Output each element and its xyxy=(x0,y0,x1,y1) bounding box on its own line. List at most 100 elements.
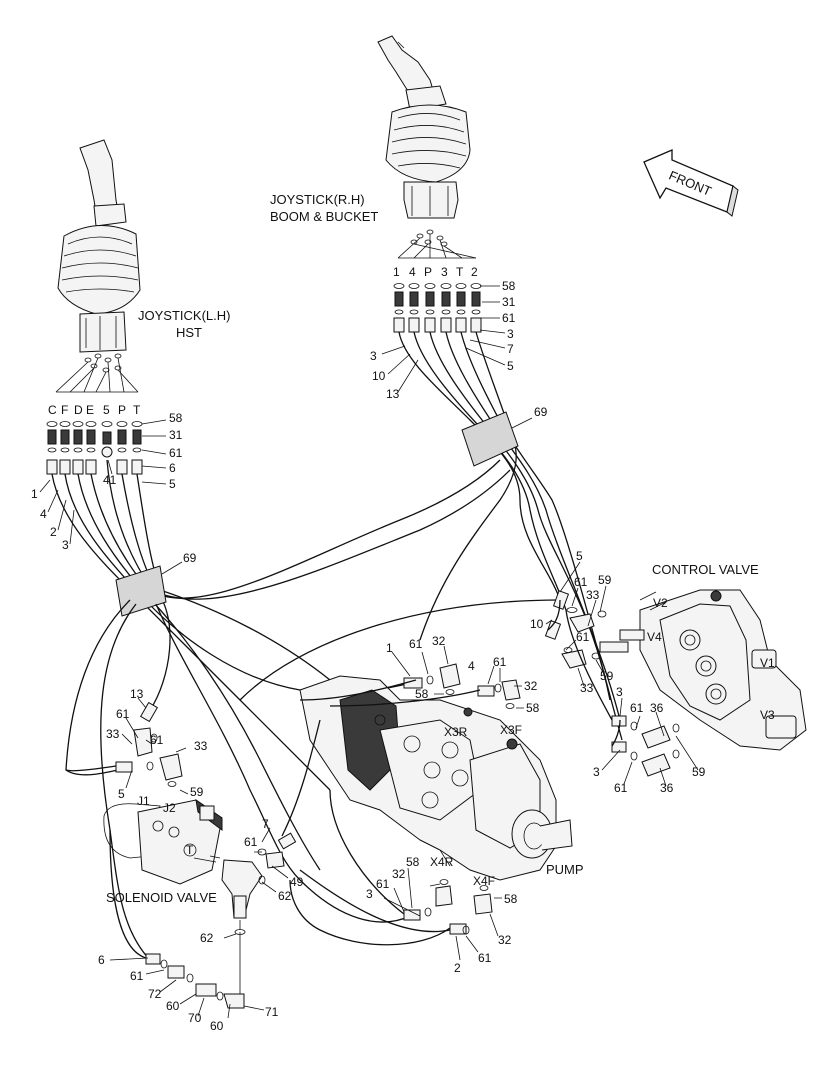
cv-callout-59a: 59 xyxy=(598,573,612,587)
pump-fittings xyxy=(403,663,521,935)
solenoid-callout-33b: 33 xyxy=(194,739,208,753)
pump-callout-32c: 32 xyxy=(392,867,406,881)
joystick-rh-subtitle: BOOM & BUCKET xyxy=(270,209,378,224)
cv-callout-3b: 3 xyxy=(593,765,600,779)
cv-callout-59b: 59 xyxy=(600,669,614,683)
joystick-rh xyxy=(377,35,471,219)
solenoid-port-j2: J2 xyxy=(163,801,176,815)
control-valve xyxy=(599,589,807,751)
cv-callout-3a: 3 xyxy=(616,685,623,699)
rh-callout-3: 3 xyxy=(507,327,514,341)
cv-callout-10: 10 xyxy=(530,617,544,631)
pump-port-x4f: X4F xyxy=(473,874,495,888)
pump-callout-58b: 58 xyxy=(526,701,540,715)
lh-port-e: E xyxy=(86,403,94,417)
solenoid-leaders xyxy=(109,697,289,1019)
cv-leaders xyxy=(545,561,699,787)
lh-callout-5: 5 xyxy=(169,477,176,491)
cv-callout-61d: 61 xyxy=(614,781,628,795)
lh-port-f: F xyxy=(61,403,68,417)
cv-fittings xyxy=(544,590,680,777)
rh-callout-69: 69 xyxy=(534,405,548,419)
pump-callout-32b: 32 xyxy=(524,679,538,693)
solenoid-callout-49: 49 xyxy=(290,875,304,889)
lh-port-c: C xyxy=(48,403,57,417)
pump-port-x3f: X3F xyxy=(500,723,522,737)
pump-callout-4: 4 xyxy=(468,659,475,673)
joystick-rh-ports xyxy=(397,229,477,259)
rh-port-letters: 1 4 P 3 T 2 xyxy=(393,265,478,279)
front-arrow: FRONT xyxy=(643,149,739,217)
lh-callout-31: 31 xyxy=(169,428,183,442)
solenoid-callout-62b: 62 xyxy=(200,931,214,945)
cv-callout-33b: 33 xyxy=(580,681,594,695)
cv-callout-59c: 59 xyxy=(692,765,706,779)
solenoid-port-t: T xyxy=(186,843,194,857)
pump-callout-58a: 58 xyxy=(415,687,429,701)
control-valve-title: CONTROL VALVE xyxy=(652,562,759,577)
pump-callout-61c: 61 xyxy=(376,877,390,891)
rh-port-t: T xyxy=(456,265,464,279)
joystick-lh-title: JOYSTICK(L.H) xyxy=(138,308,230,323)
rh-callout-5: 5 xyxy=(507,359,514,373)
solenoid-callout-70: 70 xyxy=(188,1011,202,1025)
pump-callout-3: 3 xyxy=(366,887,373,901)
solenoid-callout-61d: 61 xyxy=(130,969,144,983)
valve-port-v2: V2 xyxy=(653,596,668,610)
lh-callout-4: 4 xyxy=(40,507,47,521)
lh-port-d: D xyxy=(74,403,83,417)
solenoid-callout-72: 72 xyxy=(148,987,162,1001)
cv-callout-33a: 33 xyxy=(586,588,600,602)
rh-fittings xyxy=(393,283,482,333)
lh-callout-6: 6 xyxy=(169,461,176,475)
solenoid-callout-6: 6 xyxy=(98,953,105,967)
solenoid-callout-33a: 33 xyxy=(106,727,120,741)
solenoid-callout-13: 13 xyxy=(130,687,144,701)
rh-port-p: P xyxy=(424,265,432,279)
solenoid-valve xyxy=(103,798,263,919)
lh-callout-61: 61 xyxy=(169,446,183,460)
rh-port-2: 2 xyxy=(471,265,478,279)
pump-title: PUMP xyxy=(546,862,584,877)
lh-port-p: P xyxy=(118,403,126,417)
solenoid-callout-61c: 61 xyxy=(244,835,258,849)
cv-callout-61b: 61 xyxy=(576,630,590,644)
lh-band-69 xyxy=(115,561,183,617)
lh-leaders xyxy=(39,419,167,545)
rh-hose-bundle xyxy=(398,331,623,741)
rh-callout-10: 10 xyxy=(372,369,386,383)
rh-band-69 xyxy=(461,411,533,467)
joystick-lh xyxy=(57,139,141,353)
pump-callout-1: 1 xyxy=(386,641,393,655)
rh-port-1: 1 xyxy=(393,265,400,279)
pump-callout-58c: 58 xyxy=(406,855,420,869)
pump-callout-61b: 61 xyxy=(493,655,507,669)
pump-port-x4r: X4R xyxy=(430,855,454,869)
rh-callout-61: 61 xyxy=(502,311,516,325)
lh-callout-2: 2 xyxy=(50,525,57,539)
rh-callout-13: 13 xyxy=(386,387,400,401)
connection-hoses xyxy=(65,599,621,959)
solenoid-callout-71: 71 xyxy=(265,1005,279,1019)
pump-callout-32d: 32 xyxy=(498,933,512,947)
solenoid-callout-62a: 62 xyxy=(278,889,292,903)
rh-callout-31: 31 xyxy=(502,295,516,309)
solenoid-callout-60b: 60 xyxy=(210,1019,224,1033)
solenoid-callout-59: 59 xyxy=(190,785,204,799)
solenoid-fittings xyxy=(115,701,297,1009)
lh-port-t: T xyxy=(133,403,141,417)
cv-callout-36b: 36 xyxy=(660,781,674,795)
solenoid-valve-title: SOLENOID VALVE xyxy=(106,890,217,905)
pump xyxy=(299,675,573,881)
lh-callout-3: 3 xyxy=(62,538,69,552)
lh-port-letters: C F D E 5 P T xyxy=(48,403,141,417)
rh-callout-7: 7 xyxy=(507,342,514,356)
pump-callout-61a: 61 xyxy=(409,637,423,651)
pump-port-x3r: X3R xyxy=(444,725,468,739)
rh-port-3: 3 xyxy=(441,265,448,279)
cv-callout-61c: 61 xyxy=(630,701,644,715)
valve-port-v3: V3 xyxy=(760,708,775,722)
pump-callout-61d: 61 xyxy=(478,951,492,965)
lh-callout-69: 69 xyxy=(183,551,197,565)
